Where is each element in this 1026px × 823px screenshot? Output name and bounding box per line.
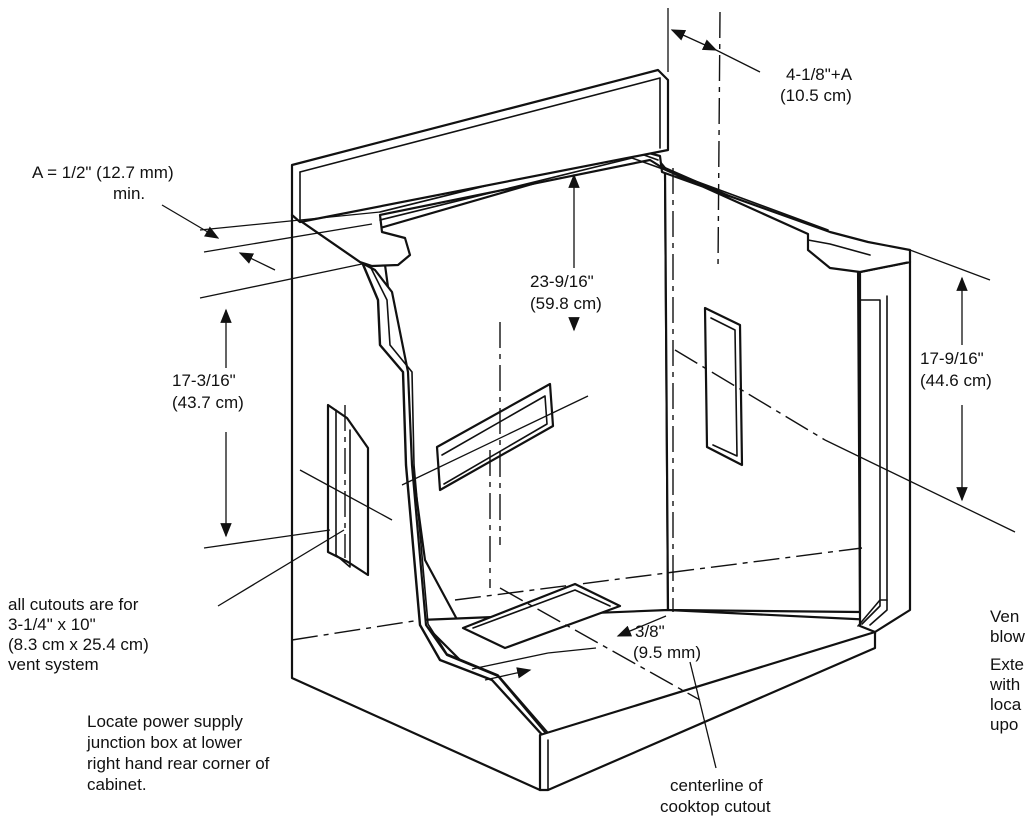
clipped-note1-line1: Ven — [990, 607, 1019, 626]
right-wall-cutout — [703, 306, 744, 467]
cutouts-line3: (8.3 cm x 25.4 cm) — [8, 635, 149, 654]
clipped-note2-line1: Exte — [990, 655, 1024, 674]
bottom-dim-line1: 3/8" — [635, 622, 665, 641]
centerline-line2: cooktop cutout — [660, 797, 771, 816]
floor-cutout — [461, 582, 622, 650]
power-line4: cabinet. — [87, 775, 147, 794]
back-panel — [378, 148, 670, 627]
power-line2: junction box at lower — [86, 733, 242, 752]
dim-top-right-line2: (10.5 cm) — [780, 86, 852, 105]
vent-cutouts — [326, 306, 744, 650]
dim-right-line1: 17-9/16" — [920, 349, 984, 368]
cutouts-line2: 3-1/4" x 10" — [8, 615, 96, 634]
cutouts-line4: vent system — [8, 655, 99, 674]
center-lines — [291, 11, 863, 701]
left-cutaway-edge — [360, 261, 546, 739]
labels: 4-1/8"+A (10.5 cm) A = 1/2" (12.7 mm) mi… — [8, 65, 1026, 816]
clipped-note2-line3: loca — [990, 695, 1022, 714]
centerline-line1: centerline of — [670, 776, 763, 795]
dim-left-line1: 17-3/16" — [172, 371, 236, 390]
bottom-dim-line2: (9.5 mm) — [633, 643, 701, 662]
dimension-lines — [161, 8, 1016, 769]
cabinet-body — [290, 68, 912, 792]
dim-a-line2: min. — [113, 184, 145, 203]
back-panel-cutout — [435, 382, 555, 492]
clipped-note1-line2: blow — [990, 627, 1026, 646]
countertop-rim — [290, 146, 912, 274]
backsplash — [290, 68, 670, 224]
kick-plate — [538, 630, 877, 792]
right-side-panel — [858, 260, 912, 634]
left-panel-cutout — [326, 403, 370, 577]
clipped-note2-line4: upo — [990, 715, 1018, 734]
dim-depth-line2: (59.8 cm) — [530, 294, 602, 313]
power-line1: Locate power supply — [87, 712, 243, 731]
dim-left-line2: (43.7 cm) — [172, 393, 244, 412]
dim-depth-line1: 23-9/16" — [530, 272, 594, 291]
power-line3: right hand rear corner of — [87, 754, 270, 773]
dim-right-line2: (44.6 cm) — [920, 371, 992, 390]
dim-top-right-line1: 4-1/8"+A — [786, 65, 853, 84]
dim-a-line1: A = 1/2" (12.7 mm) — [32, 163, 174, 182]
cutouts-line1: all cutouts are for — [8, 595, 139, 614]
clipped-note2-line2: with — [989, 675, 1020, 694]
